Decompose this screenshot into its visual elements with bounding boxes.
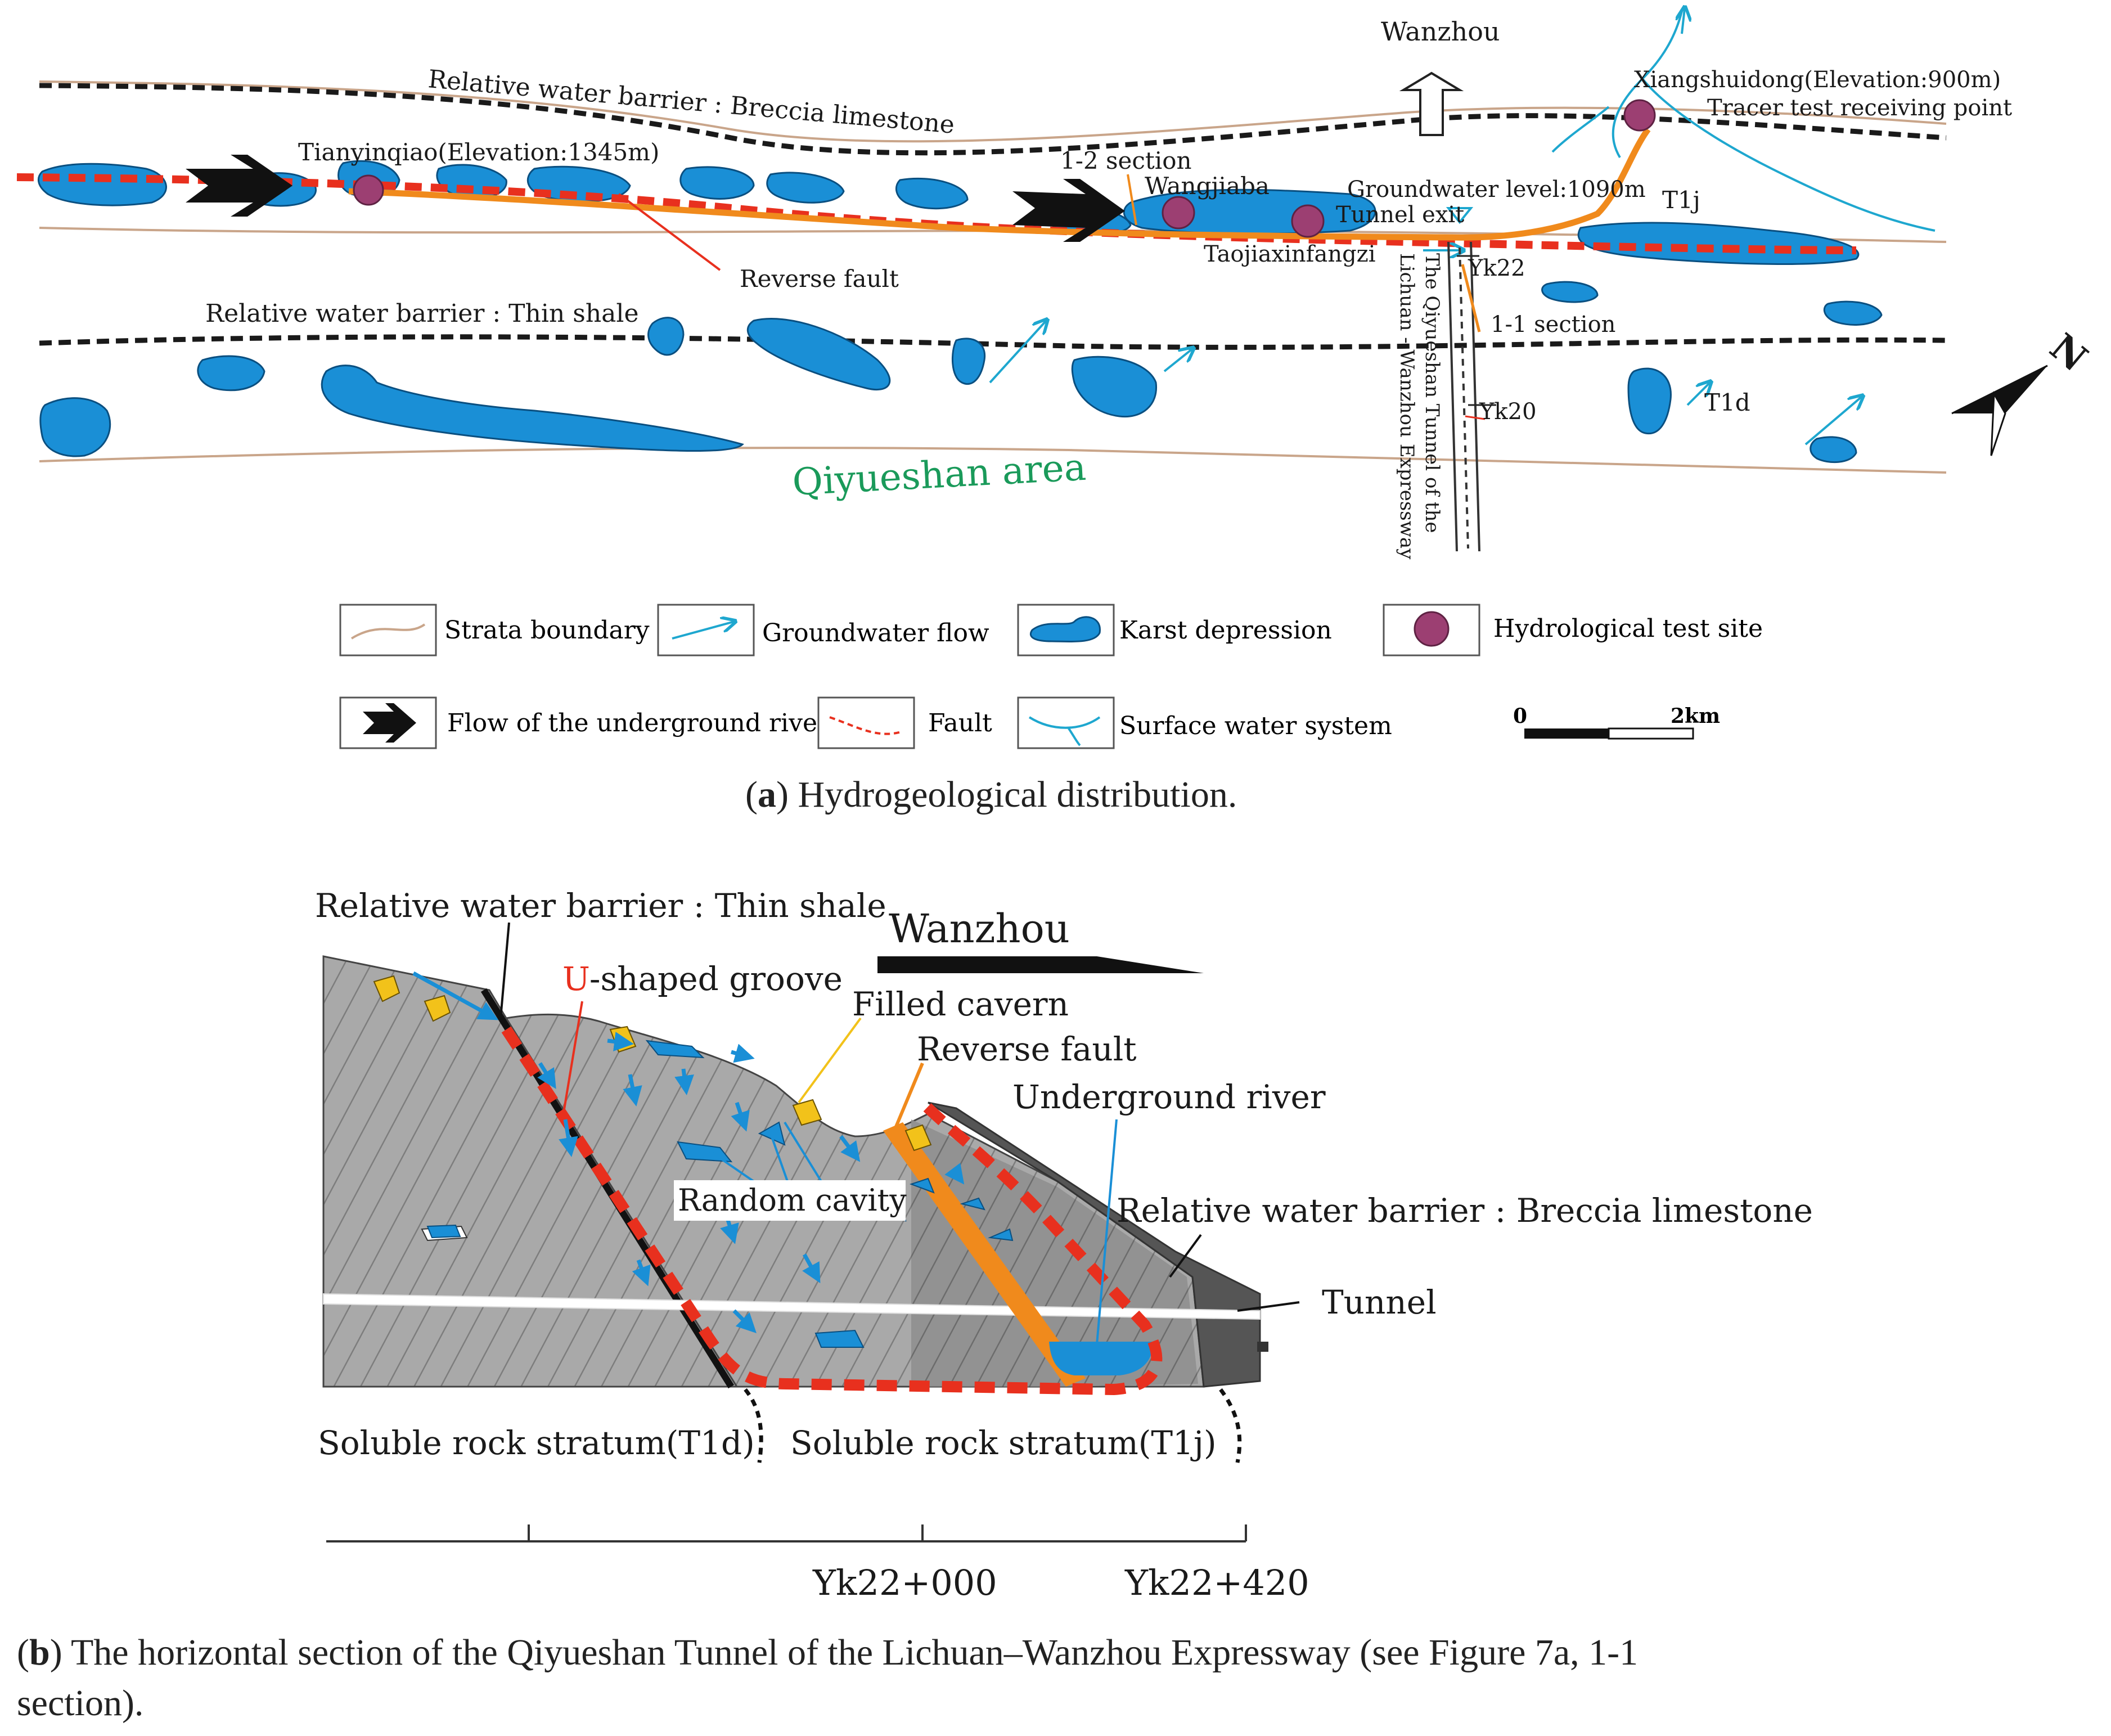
legend-surface: Surface water system	[1119, 712, 1392, 740]
label-tianyinqiao: Tianyinqiao(Elevation:1345m)	[298, 138, 659, 166]
caption-a: (a) Hydrogeological distribution.	[745, 774, 1237, 815]
leader-underground-river	[1096, 1119, 1118, 1345]
reverse-fault-leader	[618, 193, 721, 271]
label-taojiaxinfangzi: Taojiaxinfangzi	[1204, 241, 1376, 267]
label-u-rest: -shaped groove	[589, 960, 843, 998]
legend-fault: Fault	[928, 709, 992, 737]
scale-start: 0	[1513, 704, 1527, 728]
barrier-line-bottom	[39, 334, 1947, 350]
label-yk20: Yk20	[1479, 399, 1537, 425]
label-wanzhou-b: Wanzhou	[889, 906, 1070, 952]
label-tunnel-exit: Tunnel exit	[1336, 202, 1464, 228]
tunnel-exit-marker	[1446, 207, 1474, 224]
label-u-groove: U-shaped groove	[562, 960, 843, 998]
label-thin-shale: Relative water barrier : Thin shale	[315, 887, 886, 925]
label-area: Qiyueshan area	[791, 446, 1087, 504]
panel-b-section: Relative water barrier : Thin shale Wanz…	[315, 887, 1813, 1603]
label-wangjiaba: Wangjiaba	[1145, 172, 1270, 200]
underground-river-pool	[1049, 1342, 1153, 1375]
groundwater-flow-arrows	[989, 250, 1862, 446]
label-filled-cavern: Filled cavern	[852, 985, 1069, 1023]
tunnel-axis	[1447, 241, 1480, 552]
legend-box-surface	[1017, 696, 1115, 749]
label-reverse-fault-a: Reverse fault	[740, 265, 899, 293]
caption-b-letter: b	[29, 1632, 50, 1673]
caption-b-line1: (b) The horizontal section of the Qiyues…	[17, 1632, 1639, 1673]
stratum-boundary-right	[1219, 1388, 1242, 1463]
legend-river: Flow of the underground river	[447, 709, 830, 737]
label-chainage-1: Yk22+000	[812, 1562, 997, 1603]
wanzhou-up-arrow	[1399, 71, 1464, 136]
wanzhou-direction-arrow	[877, 956, 1204, 973]
north-arrow-icon	[1951, 365, 2048, 456]
caption-a-text: ) Hydrogeological distribution.	[776, 774, 1237, 815]
rock-block-t1j-right	[911, 1119, 1198, 1387]
reverse-fault-band	[883, 1122, 1086, 1387]
leader-filled-cavern	[798, 1017, 862, 1104]
section-12-leader	[1127, 174, 1137, 226]
label-stratum-t1d: Soluble rock stratum(T1d)	[318, 1424, 755, 1462]
scale-bar: 0 2km	[1513, 704, 1720, 740]
caption-b-line2: section).	[17, 1682, 143, 1725]
leader-random-cavity	[708, 1121, 822, 1182]
legend: Strata boundary Groundwater flow Karst d…	[339, 604, 1763, 749]
label-tunnel-name-2: Lichuan - Wanzhou Expressway	[1396, 253, 1418, 560]
section-11-leader	[1461, 264, 1481, 332]
random-cavities	[421, 1040, 1014, 1348]
yk20-red-mark	[1465, 415, 1486, 420]
label-reverse-fault-b: Reverse fault	[917, 1030, 1137, 1068]
underground-river-flow-arrows	[186, 155, 1125, 242]
stratum-boundary-left	[744, 1388, 763, 1463]
caption-b-text-2: section).	[17, 1683, 144, 1724]
caption-a-letter: a	[757, 774, 776, 815]
leader-u-groove	[561, 1001, 583, 1120]
groundwater-flow-arrows-b	[412, 971, 965, 1333]
panel-a-map: Wanzhou Relative water barrier : Breccia…	[16, 8, 2096, 560]
leader-reverse-fault	[893, 1062, 924, 1132]
label-tunnel-b: Tunnel	[1322, 1283, 1437, 1321]
label-underground-river: Underground river	[1012, 1078, 1326, 1116]
label-yk22: Yk22	[1468, 255, 1525, 281]
label-breccia: Relative water barrier : Breccia limesto…	[1117, 1191, 1813, 1230]
label-section-12: 1-2 section	[1060, 147, 1192, 174]
label-wanzhou-a: Wanzhou	[1381, 16, 1500, 47]
label-section-11: 1-1 section	[1491, 312, 1615, 338]
legend-karst: Karst depression	[1119, 616, 1332, 645]
random-cavity-label-box	[674, 1180, 906, 1221]
chainage-axis	[326, 1524, 1247, 1542]
label-barrier-bottom: Relative water barrier : Thin shale	[205, 299, 639, 328]
surface-water-lines	[1551, 11, 1936, 232]
legend-strata: Strata boundary	[444, 616, 650, 645]
label-groundwater-level: Groundwater level:1090m	[1347, 177, 1646, 203]
underground-river-path	[348, 127, 1651, 241]
rock-block-breccia	[928, 1101, 1261, 1388]
legend-gwflow: Groundwater flow	[762, 619, 989, 647]
leader-breccia	[1169, 1234, 1202, 1278]
label-chainage-2: Yk22+420	[1124, 1562, 1309, 1603]
legend-testsite: Hydrological test site	[1493, 614, 1763, 643]
label-xiangshuidong: Xiangshuidong(Elevation:900m)	[1634, 67, 2001, 93]
caption-b-text: ) The horizontal section of the Qiyuesha…	[49, 1632, 1639, 1673]
leader-thin-shale	[499, 922, 510, 1019]
label-tracer: Tracer test receiving point	[1707, 95, 2012, 121]
label-north: N	[2042, 325, 2096, 381]
label-t1j: T1j	[1662, 186, 1700, 214]
hydrological-test-sites	[353, 99, 1656, 238]
tunnel-portal	[1257, 1342, 1268, 1352]
label-random-cavity: Random cavity	[678, 1182, 907, 1218]
leader-tunnel	[1237, 1301, 1300, 1312]
label-u-prefix: U	[562, 960, 589, 998]
scale-end: 2km	[1671, 704, 1720, 728]
legend-box-fault	[817, 696, 915, 749]
label-tunnel-name-1: The Qiyueshan Tunnel of the	[1421, 253, 1443, 533]
label-stratum-t1j: Soluble rock stratum(T1j)	[790, 1424, 1217, 1462]
label-t1d: T1d	[1704, 389, 1750, 416]
surface-water-arrow-top	[1682, 8, 1685, 34]
